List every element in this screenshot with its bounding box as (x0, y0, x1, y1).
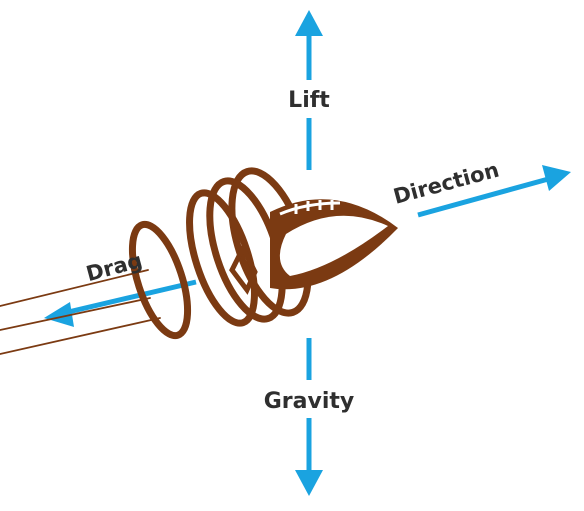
lift-arrow (295, 10, 323, 170)
gravity-arrow (295, 338, 323, 496)
lift-label: Lift (288, 88, 330, 113)
football-icon (229, 199, 398, 295)
gravity-label: Gravity (264, 389, 355, 414)
direction-label: Direction (391, 158, 502, 209)
drag-arrow (44, 279, 197, 327)
direction-arrow (417, 165, 571, 218)
speed-lines (0, 269, 161, 355)
